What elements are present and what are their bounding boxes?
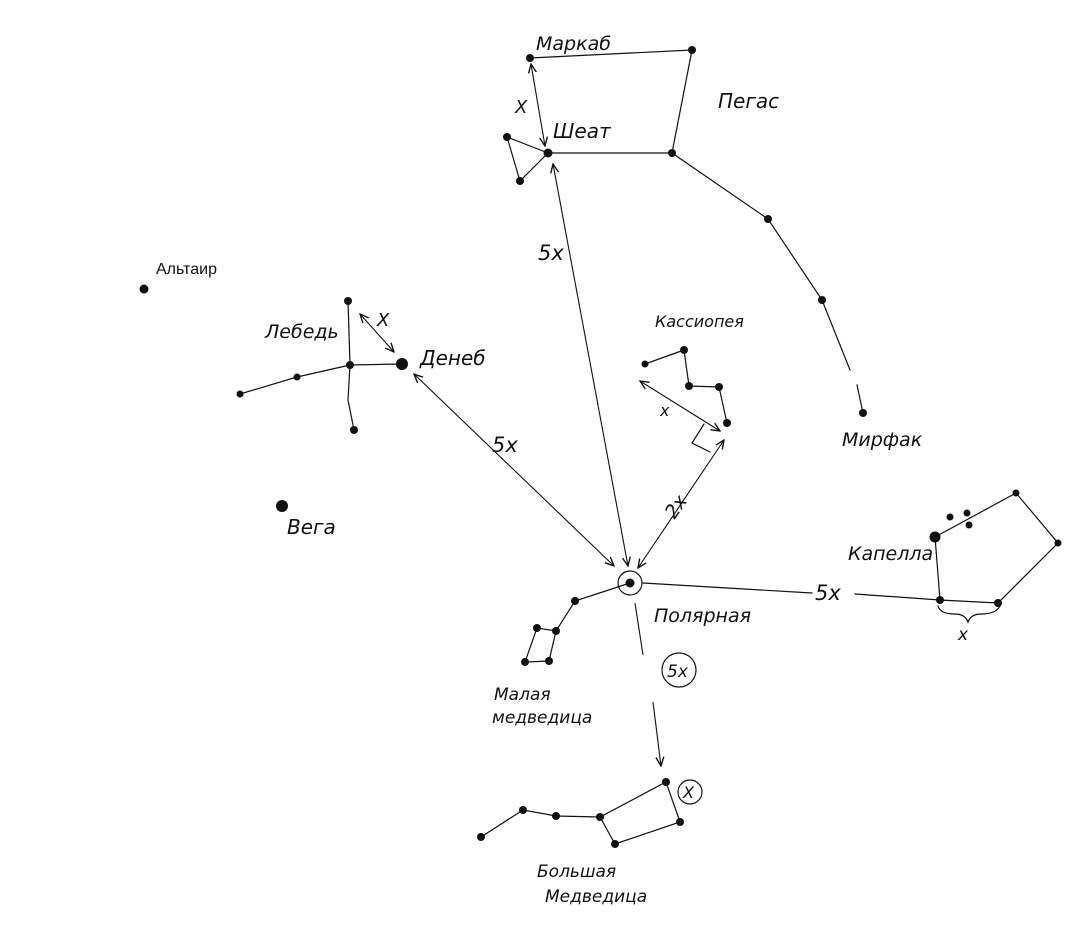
star-aur-4: [936, 596, 944, 604]
pegasus-stars: [503, 46, 867, 417]
label-ursa-minor-1: Малая: [494, 685, 551, 705]
star-scheat: [543, 148, 553, 158]
star-pegasus-w2: [516, 177, 524, 185]
star-umi-3: [533, 624, 541, 632]
distance-2x-cassiopeia: 2x: [661, 490, 693, 522]
label-markab: Маркаб: [536, 33, 611, 55]
label-capella: Капелла: [848, 543, 933, 565]
label-ursa-minor-2: медведица: [492, 708, 592, 728]
auriga-lines: [934, 492, 1059, 604]
star-cas-4: [715, 383, 723, 391]
star-cygnus-top: [344, 297, 352, 305]
star-umi-1: [571, 597, 579, 605]
distance-5x-pegasus: 5x: [538, 241, 564, 265]
capella-brace: [937, 605, 1001, 624]
star-uma-6: [676, 818, 684, 826]
star-polaris: [625, 578, 635, 588]
ursa-minor-lines: [524, 582, 631, 663]
circle-x: [677, 779, 703, 805]
star-markab: [526, 54, 534, 62]
star-cas-2: [680, 346, 688, 354]
distance-x-cygnus: X: [376, 310, 390, 331]
star-cygnus-bottom: [350, 426, 358, 434]
star-aur-2: [1054, 539, 1062, 547]
label-ursa-major-2: Медведица: [545, 887, 647, 907]
ursa-minor-stars: [521, 578, 635, 666]
star-altair: [139, 284, 149, 294]
star-andromeda-2: [818, 296, 826, 304]
star-pegasus-ne: [688, 46, 696, 54]
star-cygnus-center: [346, 361, 354, 369]
star-uma-3: [552, 812, 560, 820]
star-aur-1: [1012, 489, 1020, 497]
star-uma-4: [596, 813, 604, 821]
star-uma-1: [477, 833, 485, 841]
label-vega: Вега: [287, 515, 336, 539]
star-cas-3: [685, 382, 693, 390]
star-andromeda-1: [764, 215, 772, 223]
right-angle-mark: [691, 423, 711, 453]
line-polaris-capella: [642, 582, 813, 594]
star-umi-2: [552, 627, 560, 635]
arrow-cygnus-x: [360, 314, 394, 352]
label-cassiopeia: Кассиопея: [655, 312, 744, 331]
star-vega: [276, 500, 288, 512]
label-cygnus: Лебедь: [264, 321, 339, 343]
star-cas-5: [723, 419, 731, 427]
cassiopeia-stars: [641, 346, 731, 427]
label-deneb: Денеб: [419, 346, 486, 370]
distance-x-pegasus: X: [514, 97, 528, 118]
auriga-stars: [929, 489, 1062, 607]
star-pegasus-se: [668, 149, 676, 157]
line-polaris-capella-2: [854, 593, 941, 601]
star-uma-5: [662, 778, 670, 786]
distance-5x-deneb: 5x: [492, 433, 518, 457]
star-capella: [929, 531, 941, 543]
cygnus-stars: [236, 297, 408, 434]
star-uma-7: [611, 840, 619, 848]
label-scheat: Шеат: [553, 119, 612, 143]
label-polaris: Полярная: [654, 605, 751, 627]
distance-x-cassiopeia: x: [659, 401, 670, 420]
distance-5x-capella: 5x: [815, 581, 841, 605]
arrow-polaris-down: [634, 602, 644, 656]
polaris-ring: [617, 570, 643, 596]
arrow-markab-scheat: [531, 64, 545, 146]
star-aur-kid3: [965, 521, 973, 529]
circle-5x: [661, 652, 697, 688]
pegasus-lines: [506, 49, 864, 414]
distance-x-circled: X: [682, 783, 695, 802]
arrow-deneb-polaris: [414, 374, 614, 566]
star-aur-3: [994, 599, 1002, 607]
star-cygnus-w2: [236, 390, 244, 398]
label-mirfak: Мирфак: [842, 429, 923, 451]
arrow-cassiopeia-x: [640, 381, 720, 431]
label-altair: Альтаир: [156, 261, 217, 278]
star-uma-2: [519, 806, 527, 814]
star-cygnus-w1: [293, 373, 301, 381]
arrow-scheat-polaris: [553, 164, 628, 566]
arrow-to-ursa-major: [652, 701, 661, 766]
label-ursa-major-1: Большая: [537, 862, 616, 882]
ursa-major-lines: [480, 781, 681, 845]
star-aur-kid1: [946, 513, 954, 521]
star-aur-kid2: [963, 509, 971, 517]
star-deneb: [396, 358, 408, 370]
star-cas-1: [641, 360, 649, 368]
arrow-cassiopeia-polaris: [638, 440, 724, 568]
distance-x-capella: x: [957, 625, 969, 645]
star-umi-5: [545, 657, 553, 665]
star-mirfak: [859, 409, 867, 417]
label-pegasus: Пегас: [718, 89, 779, 113]
star-umi-4: [521, 658, 529, 666]
star-pegasus-w1: [503, 133, 511, 141]
ursa-major-stars: [477, 778, 684, 848]
distance-5x-circled: 5x: [667, 662, 689, 682]
